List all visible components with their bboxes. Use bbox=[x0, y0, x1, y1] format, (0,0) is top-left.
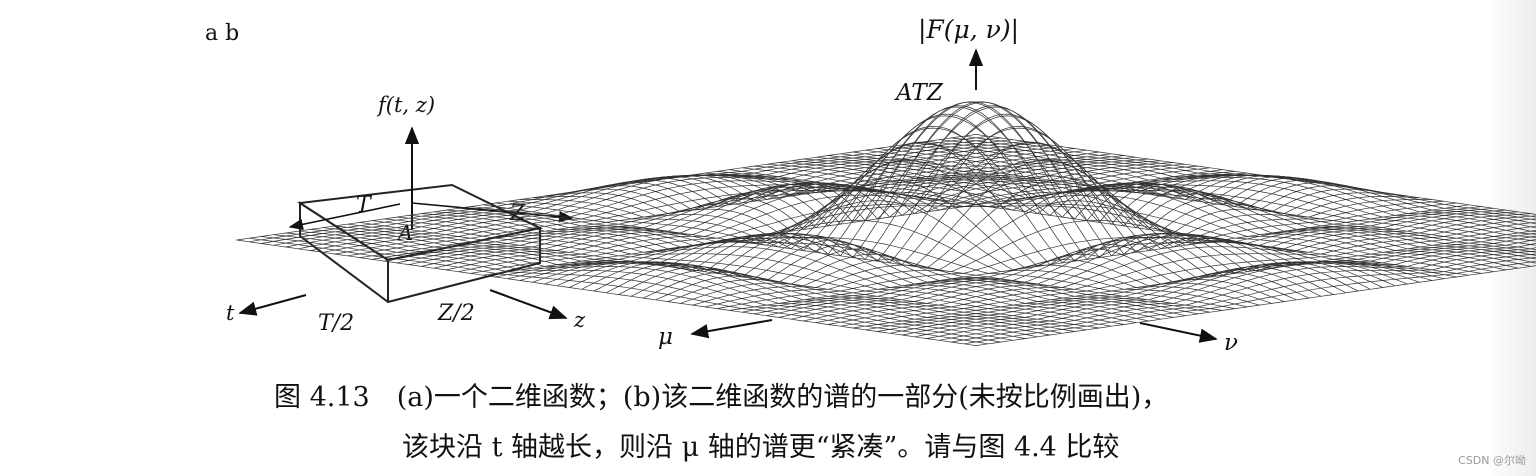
mu-axis-label: μ bbox=[658, 324, 673, 350]
mesh-line bbox=[556, 127, 1297, 287]
mesh-line bbox=[963, 260, 1536, 345]
mesh-line bbox=[593, 101, 1334, 292]
dim-t-arrow bbox=[288, 203, 401, 230]
nu-axis-arrow bbox=[1139, 322, 1218, 343]
mesh-line bbox=[322, 227, 1063, 334]
F-axis-label: |F(μ, ν)| bbox=[918, 15, 1019, 45]
mesh-line bbox=[655, 141, 1396, 301]
t-axis-arrow bbox=[238, 294, 307, 316]
spectrum-mesh-surface bbox=[236, 101, 1536, 346]
mesh-line bbox=[236, 239, 977, 346]
mesh-line bbox=[902, 243, 1536, 336]
mesh-line bbox=[680, 179, 1420, 304]
mesh-line bbox=[458, 165, 1198, 273]
nu-axis-label: ν bbox=[1224, 330, 1238, 356]
mesh-line bbox=[298, 230, 1038, 338]
caption-line-1: 图 4.13 (a)一个二维函数；(b)该二维函数的谱的一部分(未按比例画出)， bbox=[274, 382, 1169, 413]
mesh-line bbox=[754, 207, 1494, 315]
mesh-line bbox=[606, 101, 1346, 294]
mesh-line bbox=[704, 172, 1445, 280]
mesh-line bbox=[938, 253, 1536, 341]
mesh-line bbox=[926, 250, 1536, 339]
mesh-line bbox=[532, 179, 1272, 304]
mesh-line bbox=[975, 265, 1536, 346]
mesh-line bbox=[618, 101, 1359, 292]
mesh-line bbox=[865, 232, 1536, 331]
mesh-line bbox=[754, 165, 1494, 273]
half-t-label: T/2 bbox=[318, 311, 354, 336]
mesh-line bbox=[655, 127, 1396, 287]
mesh-line bbox=[852, 230, 1536, 329]
panel-a-box-function: f(t, z) T Z A t z T/2 Z/2 bbox=[226, 93, 586, 336]
mesh-line bbox=[914, 247, 1536, 338]
f-axis-label: f(t, z) bbox=[376, 93, 435, 117]
panel-letters: a b bbox=[205, 21, 239, 46]
mesh-line bbox=[569, 115, 1309, 288]
mesh-line bbox=[556, 141, 1297, 301]
t-axis-label: t bbox=[226, 301, 235, 325]
mesh-line bbox=[310, 229, 1051, 336]
mesh-line bbox=[248, 237, 989, 345]
z-axis-label: z bbox=[573, 308, 586, 332]
mesh-line bbox=[889, 239, 1536, 334]
watermark: CSDN @尔呦 bbox=[1458, 454, 1526, 467]
panel-b-spectrum: |F(μ, ν)| ATZ μ ν bbox=[236, 15, 1536, 356]
mesh-line bbox=[840, 153, 1536, 253]
peak-label: ATZ bbox=[894, 80, 944, 106]
dim-t-label: T bbox=[356, 193, 373, 218]
mesh-line bbox=[951, 257, 1536, 343]
half-z-label: Z/2 bbox=[437, 301, 475, 326]
mesh-line bbox=[643, 115, 1383, 288]
mesh-line bbox=[606, 101, 1346, 294]
mesh-line bbox=[507, 172, 1248, 280]
mesh-line bbox=[458, 207, 1198, 315]
mesh-line bbox=[261, 236, 1001, 343]
mesh-line bbox=[285, 232, 1026, 339]
mesh-line bbox=[347, 223, 1087, 331]
caption-line-2: 该块沿 t 轴越长，则沿 μ 轴的谱更“紧凑”。请与图 4.4 比较 bbox=[402, 432, 1120, 463]
mesh-line bbox=[273, 234, 1014, 341]
mu-axis-arrow bbox=[690, 319, 773, 339]
z-axis-arrow bbox=[489, 289, 568, 320]
